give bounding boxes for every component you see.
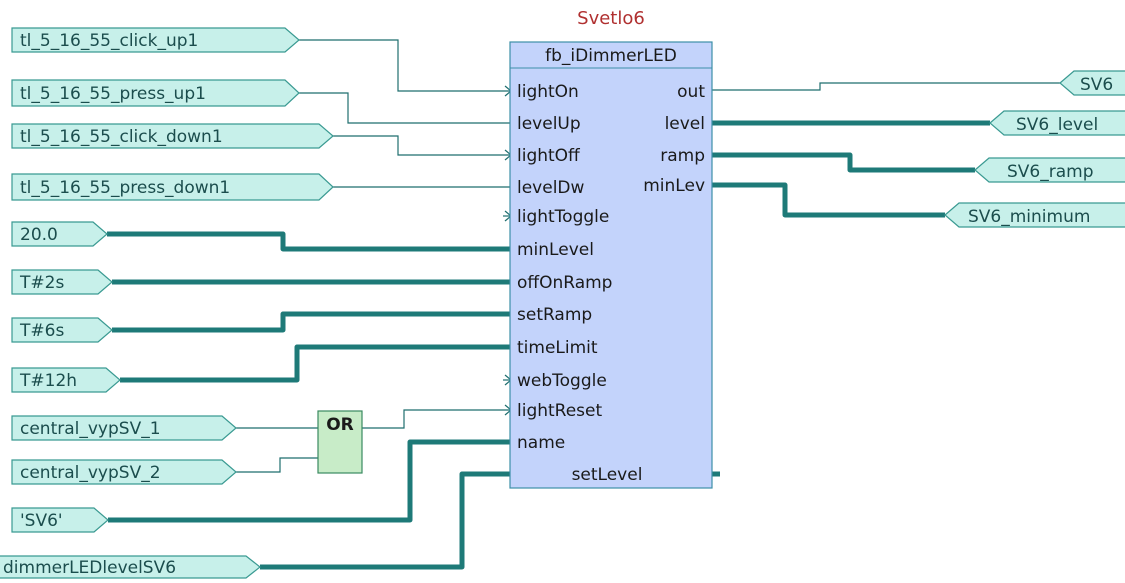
input-tag-central-2[interactable]: central_vypSV_2: [11, 459, 237, 485]
output-tag-sv6[interactable]: SV6: [1059, 70, 1125, 96]
pin-name: name: [517, 433, 565, 453]
wire-click-down: [333, 135, 510, 156]
input-tag-name[interactable]: 'SV6': [11, 507, 109, 533]
wire-setlevel-in: [260, 471, 548, 570]
input-tag-label: central_vypSV_2: [20, 463, 161, 483]
wire-minlev: [712, 182, 945, 218]
wire-timelimit: [120, 344, 510, 383]
wire-ramp: [712, 152, 975, 173]
input-tag-label: T#12h: [19, 371, 77, 391]
pin-webtoggle: webToggle: [517, 371, 607, 391]
pin-ramp: ramp: [660, 146, 705, 166]
input-tag-press-down[interactable]: tl_5_16_55_press_down1: [11, 173, 334, 201]
input-tag-press-up[interactable]: tl_5_16_55_press_up1: [11, 79, 300, 107]
block-instance-name: Svetlo6: [577, 8, 645, 29]
output-tag-label: SV6_ramp: [1007, 162, 1094, 182]
input-tag-label: dimmerLEDlevelSV6: [3, 558, 176, 578]
block-output-pins: out level ramp minLev: [643, 82, 705, 196]
input-tag-label: 'SV6': [20, 511, 63, 531]
wire-name: [108, 439, 510, 523]
input-tag-timelimit[interactable]: T#12h: [11, 367, 121, 393]
block-input-pins: lightOn levelUp lightOff levelDw lightTo…: [517, 82, 612, 453]
or-gate[interactable]: OR: [317, 410, 363, 474]
input-tag-click-down[interactable]: tl_5_16_55_click_down1: [11, 123, 334, 149]
input-tag-label: T#2s: [19, 273, 64, 293]
input-tag-label: 20.0: [20, 225, 58, 245]
input-tag-label: tl_5_16_55_click_down1: [20, 127, 223, 147]
pin-minlev: minLev: [643, 176, 705, 196]
input-tag-label: T#6s: [19, 321, 64, 341]
pin-out: out: [677, 82, 705, 102]
pin-levelup: levelUp: [517, 114, 581, 134]
output-tag-label: SV6_minimum: [968, 207, 1090, 227]
wire-central-2: [236, 457, 318, 473]
wire-click-up: [299, 39, 510, 92]
wire-setramp: [112, 311, 510, 333]
pin-lightreset: lightReset: [517, 401, 603, 421]
input-tag-label: tl_5_16_55_press_up1: [20, 84, 206, 104]
output-tag-sv6-minimum[interactable]: SV6_minimum: [944, 202, 1125, 228]
pin-leveldw: levelDw: [517, 178, 585, 198]
pin-timelimit: timeLimit: [517, 338, 598, 358]
input-tag-label: tl_5_16_55_click_up1: [20, 31, 198, 51]
input-tag-offonramp[interactable]: T#2s: [11, 269, 113, 295]
block-type-name: fb_iDimmerLED: [545, 46, 677, 66]
pin-level: level: [665, 114, 705, 134]
output-tag-label: SV6_level: [1016, 115, 1098, 135]
output-tag-sv6-level[interactable]: SV6_level: [989, 110, 1125, 136]
function-block[interactable]: fb_iDimmerLED: [509, 41, 713, 489]
output-tag-label: SV6: [1080, 75, 1113, 95]
pin-minlevel: minLevel: [517, 240, 594, 260]
wire-minlevel: [107, 231, 510, 252]
pin-offonramp: offOnRamp: [517, 273, 612, 293]
or-gate-label: OR: [326, 415, 354, 435]
input-tag-click-up[interactable]: tl_5_16_55_click_up1: [11, 27, 300, 53]
wire-press-up: [299, 92, 510, 124]
input-tag-setramp[interactable]: T#6s: [11, 317, 113, 343]
input-tag-setlevel[interactable]: dimmerLEDlevelSV6: [0, 555, 261, 579]
input-tag-label: tl_5_16_55_press_down1: [20, 178, 230, 198]
wire-or-out: [362, 409, 510, 429]
pin-lighttoggle: lightToggle: [517, 207, 609, 227]
input-tag-min-level[interactable]: 20.0: [11, 221, 108, 247]
input-tag-central-1[interactable]: central_vypSV_1: [11, 415, 237, 441]
input-tag-label: central_vypSV_1: [20, 419, 161, 439]
pin-lightoff: lightOff: [517, 146, 581, 166]
pin-lighton: lightOn: [517, 82, 579, 102]
pin-setramp: setRamp: [517, 305, 592, 325]
pin-setlevel: setLevel: [572, 465, 643, 485]
output-tag-sv6-ramp[interactable]: SV6_ramp: [974, 157, 1125, 183]
wire-out: [712, 82, 1060, 91]
